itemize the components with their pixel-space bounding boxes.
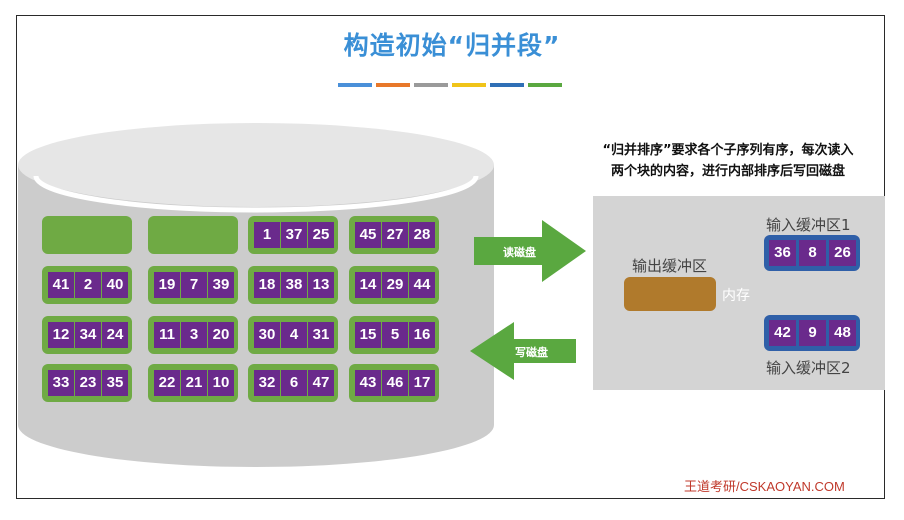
footer-brand: 王道考研/CSKAOYAN.COM bbox=[684, 476, 845, 495]
read-disk-label: 读磁盘 bbox=[503, 244, 536, 260]
input-buffer-1-cell: 36 bbox=[769, 240, 796, 266]
input-buffer-1-cell: 8 bbox=[799, 240, 826, 266]
input-buffer-1: 36 8 26 bbox=[764, 235, 860, 271]
input-buffer-2-cell: 42 bbox=[769, 320, 796, 346]
output-buffer-label: 输出缓冲区 bbox=[632, 255, 707, 276]
input-buffer-2: 42 9 48 bbox=[764, 315, 860, 351]
input-buffer-1-cell: 26 bbox=[829, 240, 856, 266]
input-buffer-2-label: 输入缓冲区2 bbox=[766, 357, 851, 378]
input-buffer-2-cell: 9 bbox=[799, 320, 826, 346]
memory-label: 内存 bbox=[722, 285, 750, 305]
output-buffer bbox=[624, 277, 716, 311]
input-buffer-2-cell: 48 bbox=[829, 320, 856, 346]
input-buffer-1-label: 输入缓冲区1 bbox=[766, 214, 851, 235]
write-disk-label: 写磁盘 bbox=[515, 344, 548, 360]
